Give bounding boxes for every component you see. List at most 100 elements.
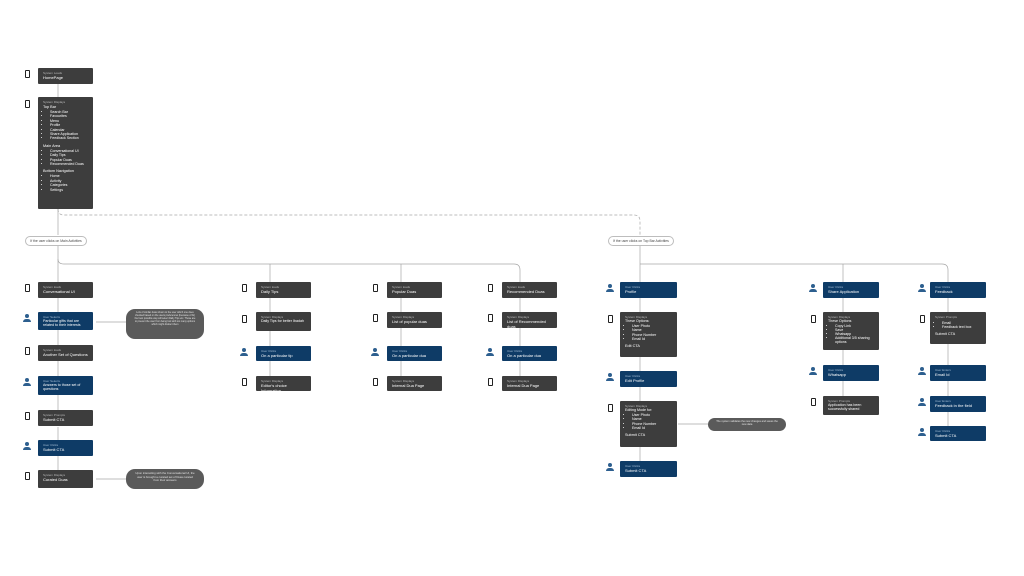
recommended-duas-node: System loads Recommended Duas (502, 282, 557, 298)
popular-dua-page-node: System Displays Internal Dua Page (387, 376, 442, 391)
feedback-fields-list: Email Feedback text box (938, 321, 981, 330)
homepage-node: System Loads HomePage (38, 68, 93, 84)
node-title: Whatsapp (828, 372, 847, 377)
node-label: User Clicks (935, 285, 951, 289)
phone-icon (25, 284, 30, 292)
phone-icon (373, 378, 378, 386)
user-icon (606, 284, 614, 292)
list-item: Name (632, 417, 672, 421)
branch-main-activities: If the user clicks on Main Activities (25, 236, 87, 246)
node-label: System Displays (392, 315, 415, 319)
main-area-heading: Main Area (43, 143, 61, 148)
share-options-list: Copy Link Save Whatsapp Additional 3/5 s… (831, 324, 874, 344)
node-label: User Selects (43, 379, 61, 383)
list-item: Feedback Section (50, 136, 88, 140)
node-label: System Loads (43, 71, 63, 75)
node-title: List of popular duas (392, 319, 427, 324)
list-item: Home (50, 174, 88, 178)
node-title: Submit CTA (935, 433, 957, 438)
node-label: User Clicks (625, 285, 641, 289)
phone-icon (608, 315, 613, 323)
list-item: User Photo (632, 413, 672, 417)
node-footer: Edit CTA (625, 343, 640, 348)
node-label: User Clicks (507, 349, 523, 353)
node-label: System Displays (625, 315, 648, 319)
node-label: User Clicks (828, 368, 844, 372)
node-label: System loads (392, 285, 411, 289)
node-label: System Prompts (43, 413, 66, 417)
node-title: Daily Tips for better Ibadah (261, 319, 304, 323)
tip-click-node: User Clicks On a particular tip (256, 346, 311, 361)
list-item: Additional 3/5 sharing options (835, 336, 874, 344)
list-item: Categories (50, 183, 88, 187)
submit-prompt-node: System Prompts Submit CTA (38, 410, 93, 426)
node-title: Internal Dua Page (507, 383, 540, 388)
edit-profile-node: User Clicks Edit Profile (620, 371, 677, 387)
user-icon (23, 442, 31, 450)
list-item: Popular Duas (50, 158, 88, 162)
tips-list-node: System Displays Daily Tips for better Ib… (256, 312, 311, 331)
node-title: Popular Duas (392, 289, 417, 294)
list-item: User Photo (632, 324, 672, 328)
node-title: Editor's choice Information (261, 383, 287, 393)
node-title: Conversational UI (43, 289, 75, 294)
main-screen-node: System Displays Top Bar Search Bar Favou… (38, 97, 93, 209)
curation-note: Upon interacting with the Conversational… (126, 469, 204, 489)
node-label: User Clicks (392, 349, 408, 353)
feedback-click-node: User Clicks Feedback (930, 282, 986, 298)
node-label: User Selects (43, 315, 61, 319)
node-label: System Displays (43, 100, 66, 104)
list-item: Favourites (50, 114, 88, 118)
top-bar-list: Search Bar Favourites Menu Profile Calen… (46, 110, 88, 141)
node-title: Particular gifts that are related to the… (43, 319, 81, 328)
list-item: Save (835, 328, 874, 332)
phone-icon (25, 100, 30, 108)
node-label: User Clicks (828, 285, 844, 289)
user-icon (809, 284, 817, 292)
node-label: User Clicks (935, 429, 951, 433)
node-title: Daily Tips (261, 289, 279, 294)
recommended-dua-click-node: User Clicks On a particular dua (502, 346, 557, 361)
node-heading: Editing Mode for: (625, 408, 653, 412)
phone-icon (373, 314, 378, 322)
main-area-list: Conversational UI Daily Tips Popular Dua… (46, 149, 88, 167)
phone-icon (25, 412, 30, 420)
bottom-nav-heading: Bottom Navigation (43, 169, 75, 174)
list-item: Recommended Duas (50, 162, 88, 166)
list-item: Daily Tips (50, 153, 88, 157)
node-title: Submit CTA (43, 417, 65, 422)
node-title: Email Id (935, 372, 950, 377)
phone-icon (811, 315, 816, 323)
phone-icon (608, 404, 613, 412)
profile-click-node: User Clicks Profile (620, 282, 677, 298)
phone-icon (488, 284, 493, 292)
phone-icon (242, 378, 247, 386)
user-icon (23, 378, 31, 386)
popular-dua-click-node: User Clicks On a particular dua (387, 346, 442, 361)
node-label: User Clicks (261, 349, 277, 353)
node-label: System Prompts (828, 399, 851, 403)
popular-duas-node: System loads Popular Duas (387, 282, 442, 298)
share-app-node: User Clicks Share Application (823, 282, 879, 298)
node-label: System Displays (261, 379, 284, 383)
node-title: Feedback in the field (935, 403, 972, 408)
node-label: User Clicks (43, 443, 59, 447)
node-label: System Displays (625, 404, 648, 408)
share-options-node: System Displays These Options Copy Link … (823, 312, 879, 350)
popular-list-node: System Displays List of popular duas (387, 312, 442, 328)
node-title: Another Set of Questions (43, 352, 88, 357)
node-title: Recommended Duas (507, 289, 545, 294)
recommended-dua-page-node: System Displays Internal Dua Page (502, 376, 557, 391)
list-item: Share Application (50, 132, 88, 136)
feedback-prompt-node: System Prompts Email Feedback text box S… (930, 312, 986, 344)
phone-icon (25, 70, 30, 78)
user-icon (606, 373, 614, 381)
node-title: Submit CTA (625, 468, 647, 473)
user-icon (486, 348, 494, 356)
select-gifts-node: User Selects Particular gifts that are r… (38, 312, 93, 330)
feedback-submit-node: User Clicks Submit CTA (930, 426, 986, 441)
profile-submit-node: User Clicks Submit CTA (620, 461, 677, 477)
node-title: Application has been successfully shared (828, 403, 862, 412)
phone-icon (242, 315, 247, 323)
editing-fields-list: User Photo Name Phone Number Email Id (628, 413, 672, 431)
